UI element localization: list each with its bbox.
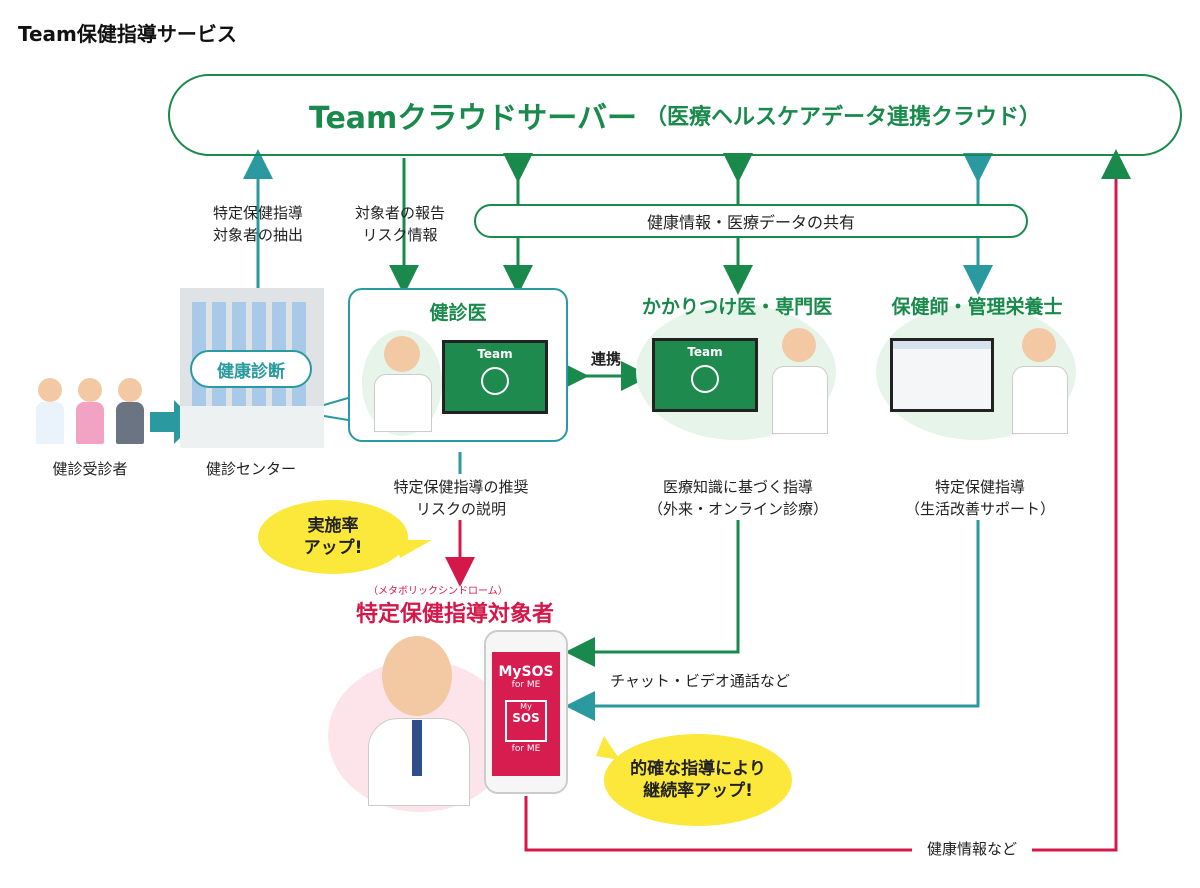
examinees-label: 健診受診者: [52, 460, 128, 478]
phone-logo-for: for ME: [511, 744, 541, 754]
rate-up-bubble: 実施率 アップ!: [258, 500, 408, 574]
doctor-avatar: [362, 330, 442, 436]
recommend-label: 特定保健指導の推奨 リスクの説明: [393, 478, 529, 518]
medical-guidance-label: 医療知識に基づく指導 （外来・オンライン診療）: [647, 478, 828, 518]
extract-label: 特定保健指導 対象者の抽出: [212, 204, 303, 244]
monitor-label-2: Team: [687, 345, 723, 359]
checkup-doctor-box: 健診医 Team: [348, 288, 568, 442]
nurse-heading: 保健師・管理栄養士: [891, 296, 1063, 318]
medical-guidance-arrow: [565, 520, 740, 667]
health-info-label: 健康情報など: [912, 838, 1032, 860]
page-title: Team保健指導サービス: [18, 22, 237, 46]
family-doctor-avatar: [766, 322, 832, 434]
target-person: [364, 636, 474, 806]
target-title: 特定保健指導対象者: [356, 602, 555, 627]
mysos-phone[interactable]: MySOS for ME My SOS for ME: [484, 630, 568, 794]
cloud-main-label: Teamクラウドサーバー: [308, 101, 637, 136]
cloud-sub-label: （医療ヘルスケアデータ連携クラウド）: [645, 105, 1042, 130]
sos-logo-sos: SOS: [512, 711, 540, 725]
center-label: 健診センター: [205, 460, 296, 478]
chat-label: チャット・ビデオ通話など: [610, 672, 790, 690]
sos-logo-icon: My SOS: [505, 700, 547, 742]
checkup-doctor-heading: 健診医: [429, 302, 487, 324]
link-label: 連携: [590, 350, 621, 368]
monitor-label-1: Team: [477, 347, 513, 361]
checkup-badge: 健康診断: [190, 350, 312, 388]
special-guidance-arrow: [565, 520, 980, 721]
team-cloud-server: Teamクラウドサーバー （医療ヘルスケアデータ連携クラウド）: [168, 74, 1182, 156]
special-guidance-label: 特定保健指導 （生活改善サポート）: [904, 478, 1055, 518]
sos-logo-my: My: [520, 702, 532, 711]
share-banner: 健康情報・医療データの共有: [474, 204, 1028, 238]
phone-app-title: MySOS: [498, 664, 554, 680]
family-doctor-heading: かかりつけ医・専門医: [641, 296, 833, 318]
phone-screen: MySOS for ME My SOS for ME: [492, 652, 560, 776]
nurse-avatar: [1006, 322, 1072, 434]
phone-app-for: for ME: [511, 680, 541, 690]
bubble-tail-2: [596, 736, 620, 760]
health-info-line: [524, 149, 1131, 852]
guidance-monitor: [890, 338, 994, 412]
team-monitor-2: Team: [652, 338, 758, 412]
report-label: 対象者の報告 リスク情報: [354, 204, 445, 244]
continue-up-bubble: 的確な指導により 継続率アップ!: [604, 734, 792, 826]
target-subtitle: （メタボリックシンドローム）: [368, 586, 508, 597]
team-monitor-1: Team: [442, 340, 548, 414]
examinees-illustration: [34, 378, 146, 448]
